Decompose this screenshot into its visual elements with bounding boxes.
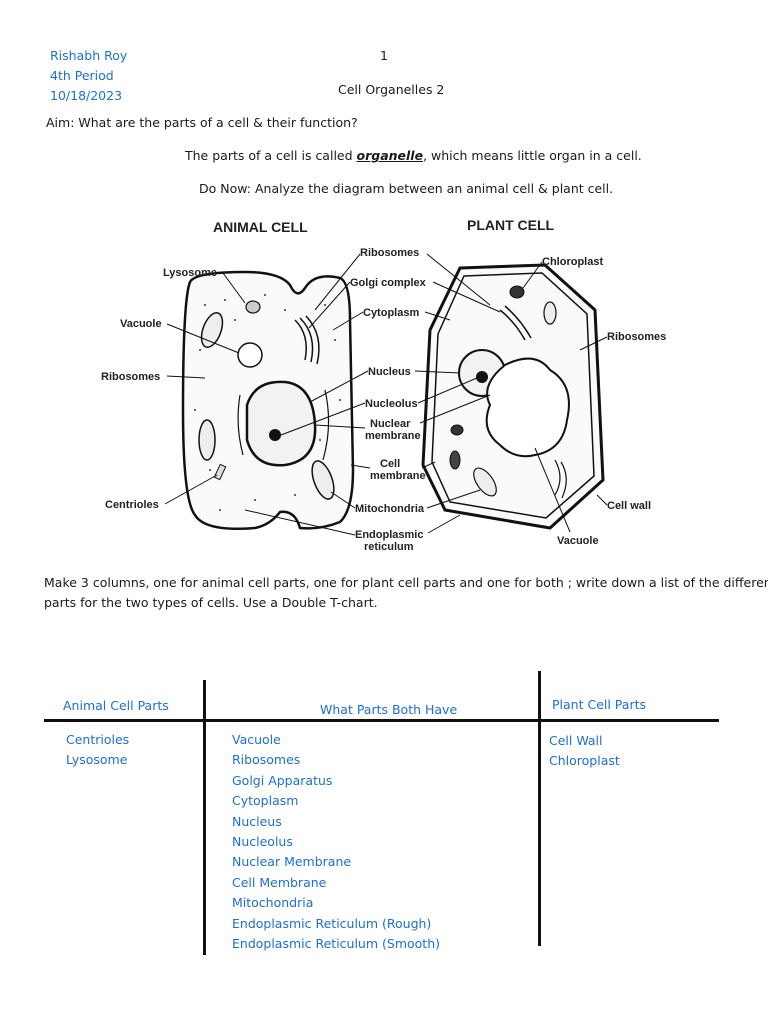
label-chloroplast: Chloroplast xyxy=(542,256,603,268)
plant-cell-title: PLANT CELL xyxy=(467,217,555,233)
label-cell: Cell xyxy=(380,458,400,470)
plant-mitochondrion xyxy=(473,467,497,497)
both-part-item: Mitochondria xyxy=(232,895,314,911)
tchart-horizontal-line xyxy=(44,719,719,722)
class-period: 4th Period xyxy=(50,68,114,83)
cell-diagram: ANIMAL CELL PLANT CELL Lysosome Vacuole … xyxy=(101,217,666,553)
both-part-item: Endoplasmic Reticulum (Rough) xyxy=(232,915,432,931)
page-number: 1 xyxy=(380,48,388,63)
page-title: Cell Organelles 2 xyxy=(338,82,445,97)
plant-nucleolus xyxy=(476,371,488,383)
both-part-item: Nucleolus xyxy=(232,834,293,850)
label-nucleolus: Nucleolus xyxy=(365,398,418,410)
label-ribosomes-plant: Ribosomes xyxy=(607,331,666,343)
label-mitochondria: Mitochondria xyxy=(355,503,425,515)
label-cell-membrane: membrane xyxy=(370,470,426,482)
plant-cell-membrane xyxy=(431,272,595,519)
both-column-header: What Parts Both Have xyxy=(320,702,458,717)
label-lysosome: Lysosome xyxy=(163,267,217,279)
label-ribosomes-animal: Ribosomes xyxy=(101,371,160,383)
definition-prefix: The parts of a cell is called xyxy=(185,148,357,163)
animal-golgi xyxy=(294,315,320,365)
both-part-item: Nuclear Membrane xyxy=(232,854,352,870)
animal-part-item: Centrioles xyxy=(66,732,130,747)
label-vacuole-animal: Vacuole xyxy=(120,318,162,330)
instructions-line-1: Make 3 columns, one for animal cell part… xyxy=(44,575,768,590)
label-ribosomes-center: Ribosomes xyxy=(360,247,419,259)
plant-chloroplast-1 xyxy=(509,285,525,299)
aim-text: Aim: What are the parts of a cell & thei… xyxy=(46,115,358,130)
label-endoplasmic: Endoplasmic xyxy=(355,529,423,541)
both-part-item: Cytoplasm xyxy=(232,793,299,809)
definition-suffix: , which means little organ in a cell. xyxy=(423,148,642,163)
definition-term: organelle xyxy=(356,148,424,163)
animal-er xyxy=(237,389,330,461)
both-part-item: Nucleus xyxy=(232,813,282,829)
animal-column-header: Animal Cell Parts xyxy=(63,698,169,713)
plant-chloroplast-4 xyxy=(450,424,464,436)
label-centrioles: Centrioles xyxy=(105,499,159,511)
animal-mitochondrion-1 xyxy=(200,312,224,348)
plant-chloroplast-3 xyxy=(449,450,461,470)
definition-text: The parts of a cell is called organelle,… xyxy=(185,148,642,163)
label-nucleus: Nucleus xyxy=(368,366,411,378)
plant-vacuole xyxy=(485,357,570,458)
animal-mitochondrion-2 xyxy=(198,419,216,461)
both-part-item: Vacuole xyxy=(232,732,281,747)
student-name: Rishabh Roy xyxy=(50,48,128,63)
tchart-right-divider xyxy=(538,671,541,946)
date: 10/18/2023 xyxy=(50,88,123,103)
instructions-line-2: parts for the two types of cells. Use a … xyxy=(44,595,378,610)
both-parts-list: Vacuole Ribosomes Golgi Apparatus Cytopl… xyxy=(232,730,440,954)
animal-centrioles xyxy=(213,463,227,481)
animal-parts-list: Centrioles Lysosome xyxy=(66,730,129,771)
label-cell-wall: Cell wall xyxy=(607,500,651,512)
do-now-text: Do Now: Analyze the diagram between an a… xyxy=(199,181,614,196)
animal-nucleus xyxy=(245,380,317,467)
animal-nucleolus xyxy=(269,429,281,441)
plant-chloroplast-2 xyxy=(543,301,557,325)
label-nuclear-membrane: membrane xyxy=(365,430,421,442)
plant-golgi xyxy=(499,305,532,341)
animal-cell-title: ANIMAL CELL xyxy=(213,219,308,235)
label-golgi: Golgi complex xyxy=(350,277,427,289)
animal-lysosome xyxy=(245,300,261,314)
animal-part-item: Lysosome xyxy=(66,752,128,768)
both-part-item: Golgi Apparatus xyxy=(232,772,333,788)
animal-mitochondrion-3 xyxy=(311,460,335,500)
plant-part-item: Cell Wall xyxy=(549,733,603,748)
label-nuclear: Nuclear xyxy=(370,418,411,430)
plant-part-item: Chloroplast xyxy=(549,753,620,769)
both-part-item: Endoplasmic Reticulum (Smooth) xyxy=(232,936,440,952)
both-part-item: Cell Membrane xyxy=(232,874,327,890)
plant-column-header: Plant Cell Parts xyxy=(552,697,646,712)
label-cytoplasm: Cytoplasm xyxy=(363,307,419,319)
animal-cytoplasm-dots xyxy=(194,294,341,511)
tchart-left-divider xyxy=(203,680,206,955)
both-part-item: Ribosomes xyxy=(232,752,301,768)
label-vacuole-plant: Vacuole xyxy=(557,535,599,547)
label-reticulum: reticulum xyxy=(364,541,414,553)
plant-er xyxy=(554,459,567,499)
animal-vacuole xyxy=(237,342,263,368)
plant-parts-list: Cell Wall Chloroplast xyxy=(549,731,620,772)
